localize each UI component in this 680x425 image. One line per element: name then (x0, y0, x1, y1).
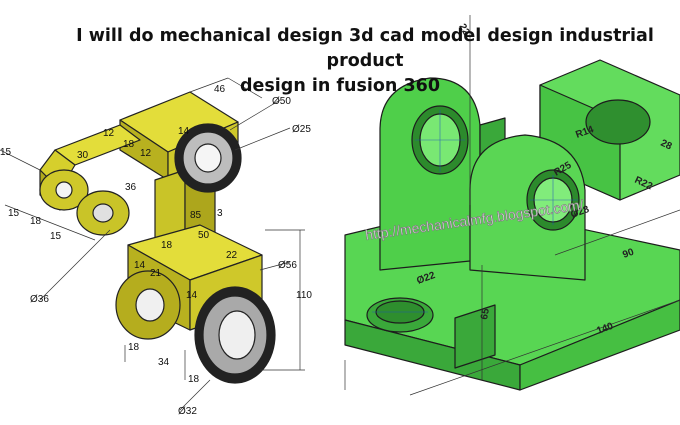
dim-14-top: 14 (178, 126, 190, 137)
dim-22: 22 (226, 250, 238, 261)
dim-110: 110 (296, 290, 312, 301)
dim-18-a: 18 (30, 216, 42, 227)
dim-dia-32: Ø32 (178, 406, 197, 417)
dim-r22: R22 (633, 175, 655, 193)
dim-15-b: 15 (50, 231, 62, 242)
gig-title-line-1: I will do mechanical design 3d cad model… (76, 26, 654, 71)
dim-15-top: 15 (0, 147, 12, 158)
dim-12-a: 12 (103, 128, 115, 139)
dim-dia-36: Ø36 (30, 294, 49, 305)
dim-dia-56: Ø56 (278, 260, 297, 271)
dim-18-mid: 18 (161, 240, 173, 251)
dim-46: 46 (214, 84, 226, 95)
dim-140: 140 (595, 321, 615, 337)
dim-dia-50: Ø50 (272, 96, 291, 107)
dim-18-c: 18 (188, 374, 200, 385)
yellow-cad-drawing: 46 Ø50 Ø25 15 12 18 12 14 30 36 15 18 15… (0, 77, 312, 417)
dim-dia-28: Ø28 (569, 204, 591, 221)
dim-18-top: 18 (123, 139, 135, 150)
dim-30: 30 (77, 150, 89, 161)
dim-14-b: 14 (186, 290, 198, 301)
dim-85: 85 (190, 210, 202, 221)
dim-dia-22: Ø22 (415, 270, 437, 287)
dim-14-a: 14 (134, 260, 146, 271)
dim-r25: R25 (552, 160, 574, 179)
dim-dia-25: Ø25 (292, 124, 311, 135)
dim-18-b: 18 (128, 342, 140, 353)
gig-title-line-2: design in fusion 360 (239, 76, 441, 96)
gig-title: I will do mechanical design 3d cad model… (0, 24, 680, 99)
dim-12-b: 12 (140, 148, 152, 159)
watermark-text: http://mechanicalmfg.blogspot.com/ (364, 196, 584, 243)
dim-34: 34 (158, 357, 170, 368)
dim-50: 50 (198, 230, 210, 241)
dim-65: 65 (479, 307, 492, 320)
dim-28: 28 (659, 138, 674, 153)
dim-21: 21 (150, 268, 162, 279)
dim-36: 36 (125, 182, 137, 193)
dim-15-a: 15 (8, 208, 20, 219)
dim-r14: R14 (574, 124, 595, 141)
dim-90: 90 (621, 247, 636, 261)
dim-3: 3 (217, 208, 223, 219)
